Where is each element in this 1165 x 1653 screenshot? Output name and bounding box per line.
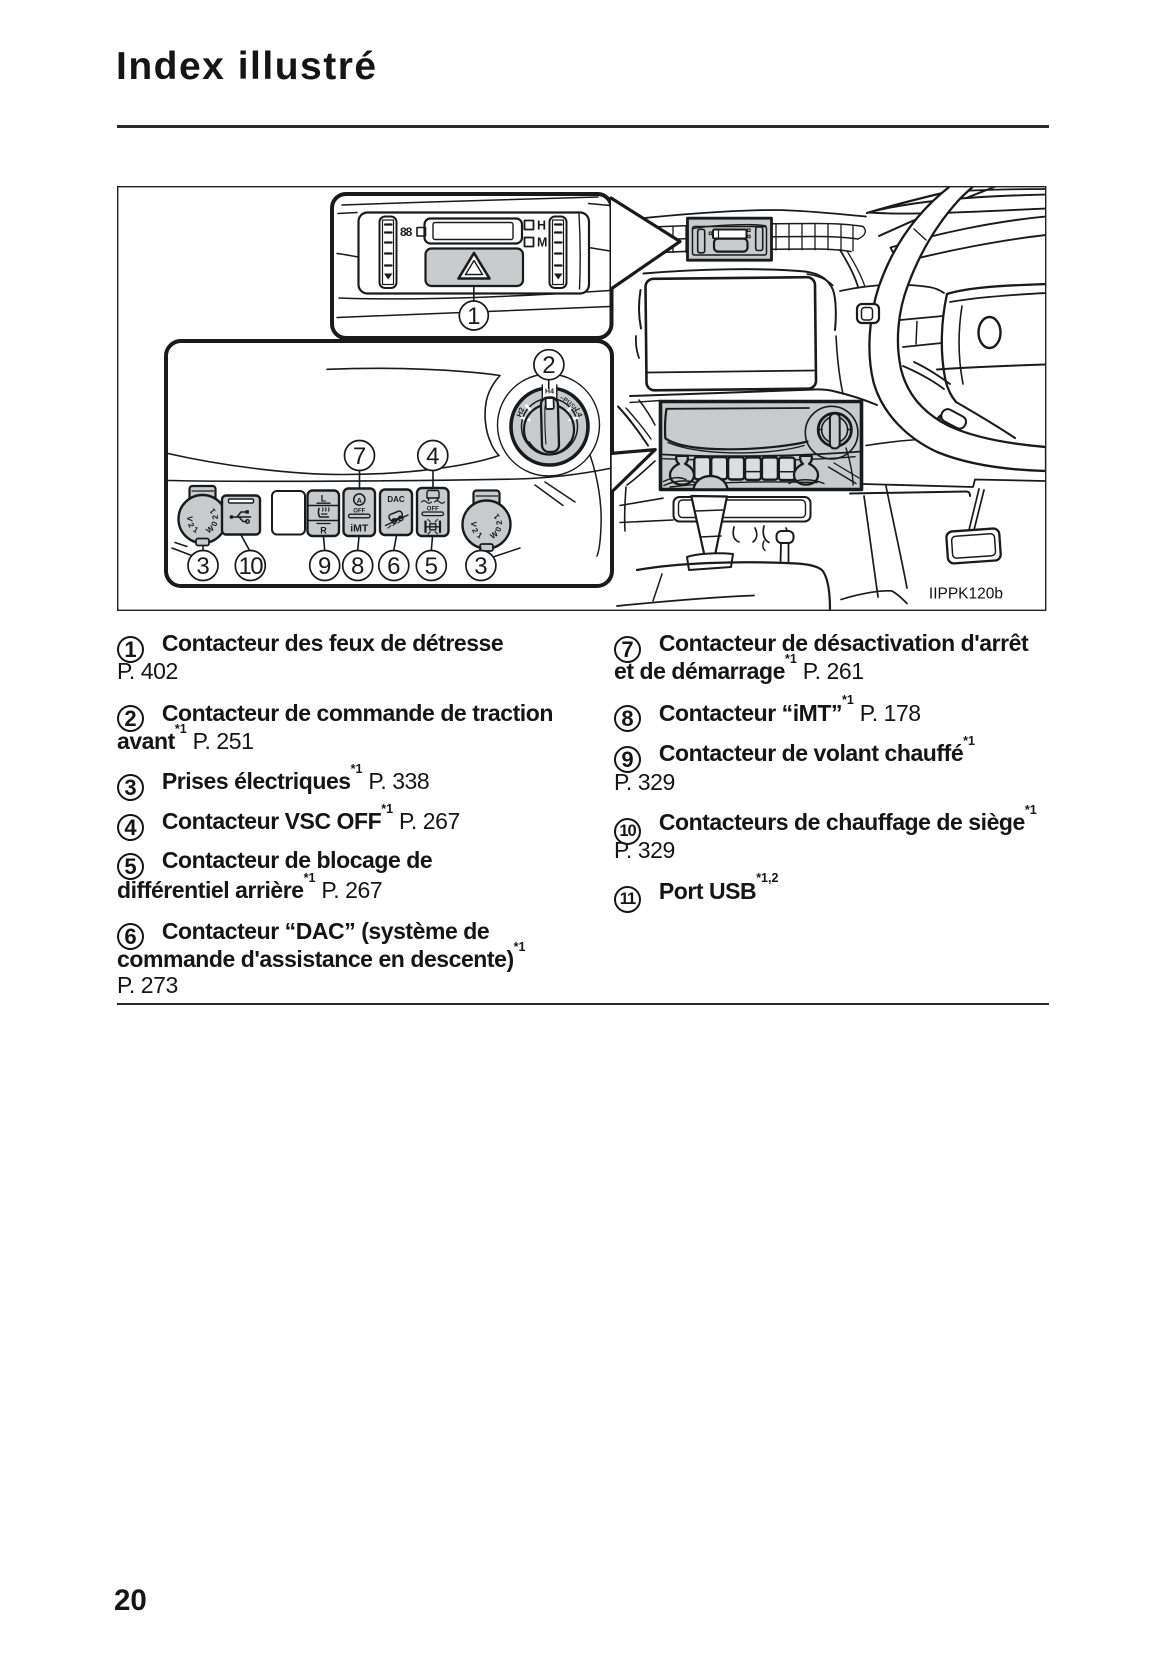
- svg-text:1: 1: [491, 512, 501, 521]
- svg-text:DAC: DAC: [387, 495, 405, 504]
- svg-text:1: 1: [467, 303, 480, 330]
- svg-text:H2: H2: [514, 406, 526, 418]
- svg-text:OFF: OFF: [353, 509, 365, 515]
- svg-text:M: M: [537, 236, 547, 250]
- svg-text:V: V: [185, 516, 194, 522]
- svg-text:W: W: [204, 523, 216, 535]
- svg-text:1: 1: [475, 530, 484, 540]
- svg-text:6: 6: [387, 553, 400, 580]
- svg-text:V: V: [469, 521, 478, 527]
- svg-text:3: 3: [196, 553, 209, 580]
- svg-text:2: 2: [210, 514, 220, 520]
- svg-text:iMT: iMT: [350, 523, 369, 535]
- svg-text:H4: H4: [545, 389, 554, 396]
- svg-text:2: 2: [542, 352, 555, 379]
- svg-text:L4: L4: [573, 407, 585, 419]
- svg-text:9: 9: [318, 553, 331, 580]
- svg-text:1: 1: [207, 506, 217, 515]
- svg-text:8: 8: [351, 553, 364, 580]
- svg-text:H: H: [537, 219, 546, 233]
- svg-text:0: 0: [210, 520, 220, 528]
- svg-text:A: A: [357, 496, 363, 505]
- svg-text:4: 4: [426, 443, 439, 470]
- svg-text:2: 2: [494, 519, 504, 525]
- svg-text:88: 88: [400, 225, 413, 239]
- svg-text:IIPPK120b: IIPPK120b: [929, 586, 1003, 603]
- svg-text:1: 1: [191, 525, 200, 535]
- svg-text:OFF: OFF: [427, 507, 439, 513]
- svg-text:2: 2: [470, 527, 480, 536]
- svg-text:7: 7: [353, 443, 366, 470]
- svg-text:5: 5: [425, 553, 438, 580]
- svg-text:0: 0: [494, 525, 504, 533]
- svg-text:3: 3: [474, 553, 487, 580]
- svg-text:2: 2: [186, 521, 196, 530]
- svg-text:R: R: [320, 526, 327, 536]
- svg-text:10: 10: [238, 553, 263, 580]
- svg-text:W: W: [488, 529, 500, 541]
- svg-text:L: L: [321, 494, 327, 504]
